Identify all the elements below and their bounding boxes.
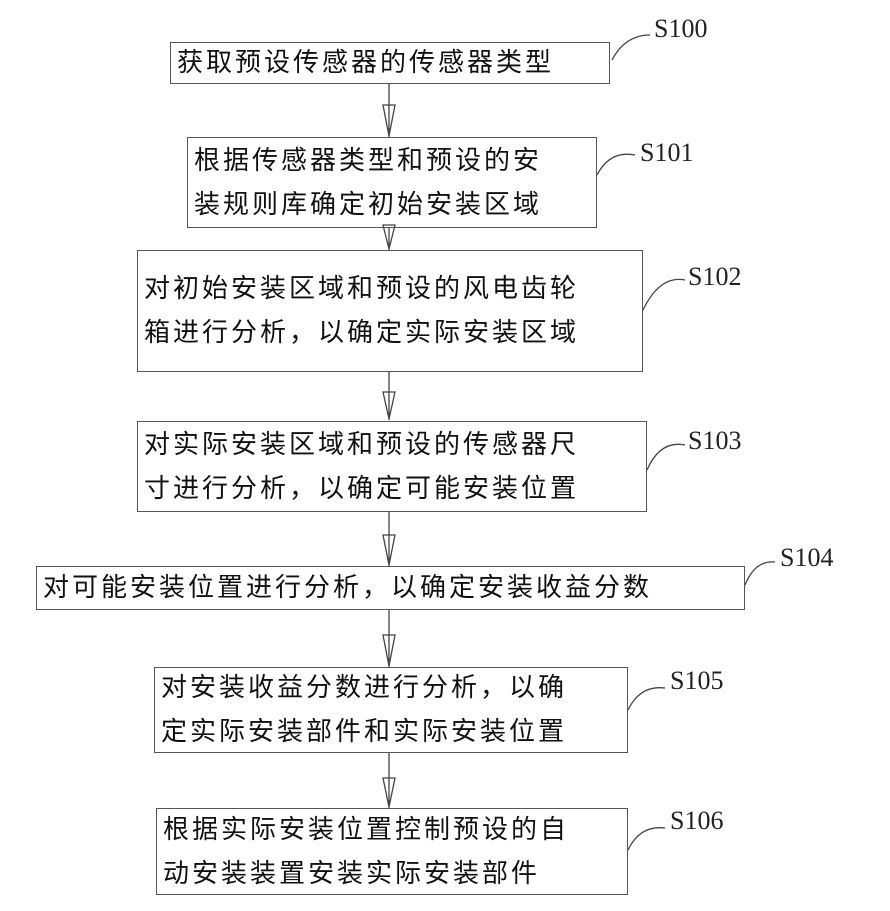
step-text: 对可能安装位置进行分析，以确定安装收益分数 bbox=[43, 566, 738, 610]
step-text: 装规则库确定初始安装区域 bbox=[194, 183, 590, 227]
arrow-s104-s105 bbox=[383, 610, 395, 667]
step-box-s106: 根据实际安装位置控制预设的自 动安装装置安装实际安装部件 bbox=[156, 808, 628, 895]
step-label: S100 bbox=[654, 14, 707, 44]
arrow-s102-s103 bbox=[383, 372, 395, 420]
step-label: S105 bbox=[670, 666, 723, 696]
step-label: S106 bbox=[670, 806, 723, 836]
step-text: 定实际安装部件和实际安装位置 bbox=[161, 710, 621, 754]
arrow-s100-s101 bbox=[383, 84, 395, 137]
step-text: 根据实际安装位置控制预设的自 bbox=[163, 808, 621, 852]
step-box-s101: 根据传感器类型和预设的安 装规则库确定初始安装区域 bbox=[187, 137, 597, 228]
leader-s103 bbox=[647, 444, 685, 470]
step-box-s105: 对安装收益分数进行分析，以确 定实际安装部件和实际安装位置 bbox=[154, 667, 628, 753]
step-box-s104: 对可能安装位置进行分析，以确定安装收益分数 bbox=[36, 566, 745, 610]
step-text: 对安装收益分数进行分析，以确 bbox=[161, 666, 621, 710]
leader-s100 bbox=[612, 35, 650, 60]
step-text: 对实际安装区域和预设的传感器尺 bbox=[144, 423, 640, 467]
step-text: 获取预设传感器的传感器类型 bbox=[177, 41, 603, 85]
step-text: 寸进行分析，以确定可能安装位置 bbox=[144, 467, 640, 511]
step-label: S102 bbox=[688, 262, 741, 292]
leader-s102 bbox=[643, 279, 685, 310]
arrow-s105-s106 bbox=[383, 753, 395, 808]
step-text: 根据传感器类型和预设的安 bbox=[194, 139, 590, 183]
leader-s106 bbox=[628, 828, 665, 850]
step-text: 动安装装置安装实际安装部件 bbox=[163, 852, 621, 896]
step-box-s100: 获取预设传感器的传感器类型 bbox=[170, 42, 610, 84]
step-text: 箱进行分析，以确定实际安装区域 bbox=[144, 311, 636, 355]
leader-s105 bbox=[628, 688, 665, 710]
arrow-s101-s102 bbox=[383, 225, 395, 250]
step-text: 对初始安装区域和预设的风电齿轮 bbox=[144, 267, 636, 311]
step-box-s102: 对初始安装区域和预设的风电齿轮 箱进行分析，以确定实际安装区域 bbox=[137, 250, 643, 372]
step-label: S103 bbox=[688, 426, 741, 456]
step-label: S101 bbox=[640, 138, 693, 168]
leader-s104 bbox=[745, 562, 775, 585]
leader-s101 bbox=[597, 154, 635, 175]
step-label: S104 bbox=[780, 543, 833, 573]
step-box-s103: 对实际安装区域和预设的传感器尺 寸进行分析，以确定可能安装位置 bbox=[137, 421, 647, 512]
arrow-s103-s104 bbox=[383, 512, 395, 566]
